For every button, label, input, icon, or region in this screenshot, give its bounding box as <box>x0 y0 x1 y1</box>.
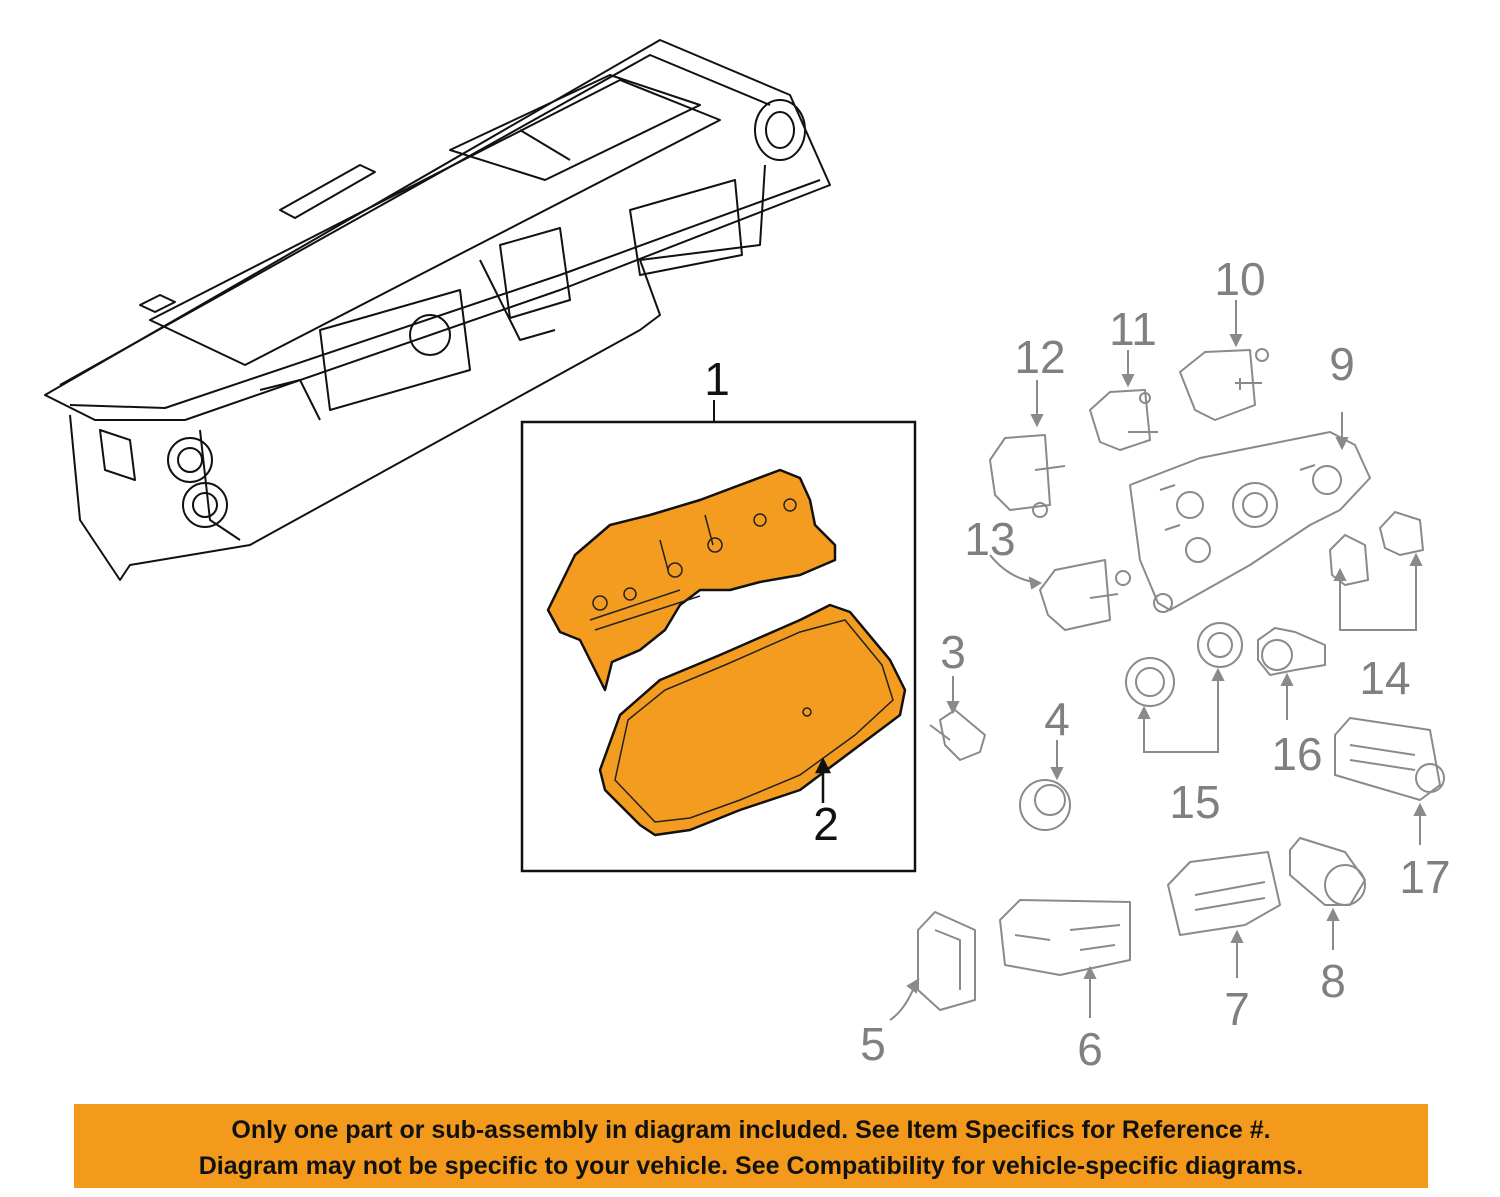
instrument-panel-drawing <box>44 39 831 581</box>
part-13-switch-drawing <box>1039 559 1131 631</box>
part-10-switch-drawing <box>1179 348 1269 421</box>
part-7-switch-drawing <box>1167 851 1281 936</box>
disclaimer-banner: Only one part or sub-assembly in diagram… <box>74 1104 1428 1188</box>
callout-13: 13 <box>964 513 1015 565</box>
part-5-switch-drawing <box>917 911 976 1011</box>
callout-11: 11 <box>1109 303 1157 355</box>
part-15-knobs-drawing <box>1125 622 1243 707</box>
callout-15: 15 <box>1169 776 1220 828</box>
part-6-switch-drawing <box>999 899 1131 976</box>
part-4-knob-drawing <box>1019 779 1071 831</box>
disclaimer-line-1: Only one part or sub-assembly in diagram… <box>231 1116 1271 1144</box>
leader-lines <box>889 300 1427 1021</box>
part-14-knobs-drawing <box>1329 511 1424 586</box>
callout-3: 3 <box>940 626 966 678</box>
callout-17: 17 <box>1399 851 1450 903</box>
part-8-switch-drawing <box>1289 837 1366 906</box>
part-17-switch-drawing <box>1334 717 1445 801</box>
part-12-switch-drawing <box>989 434 1066 518</box>
leader-line-2 <box>814 757 832 803</box>
callout-10: 10 <box>1214 253 1265 305</box>
instrument-cluster-highlight <box>546 468 907 837</box>
callout-7: 7 <box>1224 983 1250 1035</box>
disclaimer-line-2: Diagram may not be specific to your vehi… <box>198 1152 1304 1180</box>
callout-5: 5 <box>860 1018 886 1070</box>
callout-6: 6 <box>1077 1023 1103 1075</box>
callout-8: 8 <box>1320 955 1346 1007</box>
callout-2: 2 <box>813 798 839 850</box>
callout-16: 16 <box>1271 728 1322 780</box>
part-3-bolt-drawing <box>929 709 986 761</box>
assembly-frame <box>520 420 917 873</box>
part-16-switch-drawing <box>1257 627 1326 676</box>
callout-4: 4 <box>1044 693 1070 745</box>
callout-1: 1 <box>704 353 730 405</box>
part-9-panel-drawing <box>1129 431 1371 613</box>
callout-9: 9 <box>1329 338 1355 390</box>
callout-12: 12 <box>1014 331 1065 383</box>
part-11-switch-drawing <box>1089 389 1158 451</box>
callout-14: 14 <box>1359 652 1410 704</box>
